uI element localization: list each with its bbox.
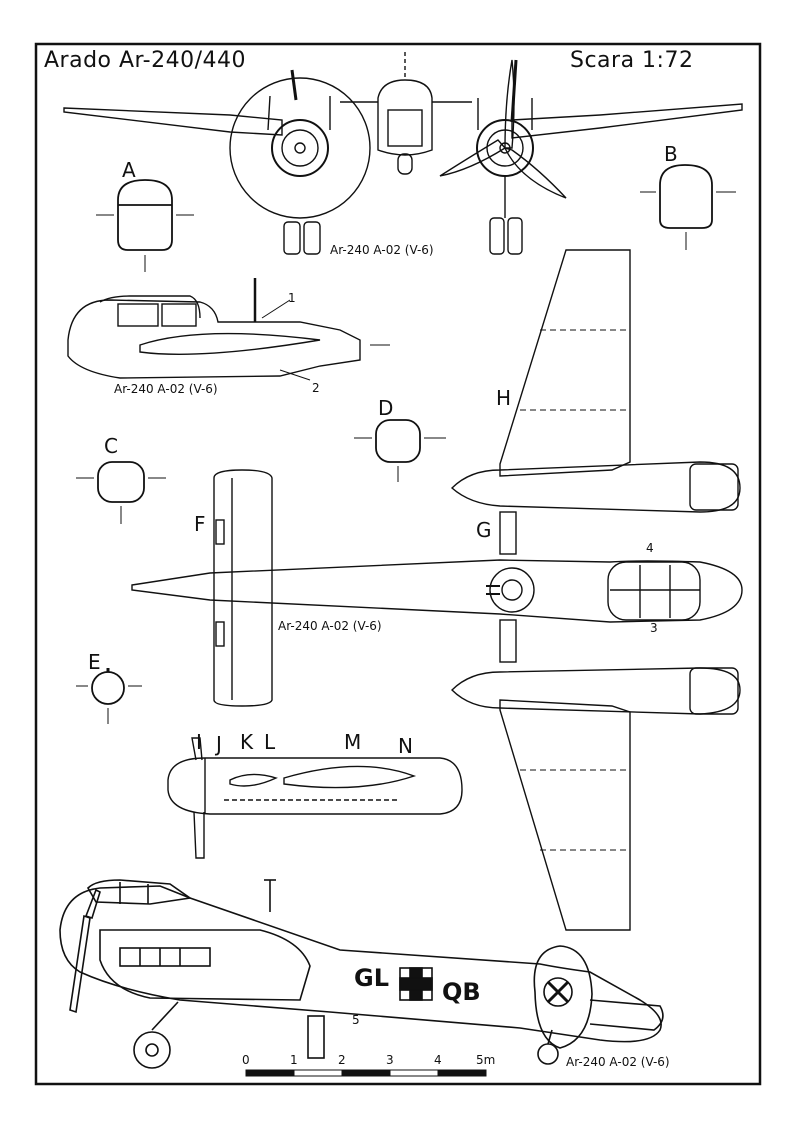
side-profile (59, 879, 664, 1069)
scale-tick-3: 3 (386, 1053, 394, 1067)
callout-2: 2 (312, 381, 320, 395)
section-label-d: D (378, 396, 394, 420)
section-label-m: M (344, 730, 362, 754)
sheet-border (34, 42, 762, 1086)
front-view (63, 52, 743, 255)
section-label-b: B (664, 142, 678, 166)
drawing-title: Arado Ar-240/440 (44, 48, 247, 73)
front-view-caption: Ar-240 A-02 (V-6) (330, 243, 434, 257)
plan-view (131, 249, 743, 931)
fuselage-code-right: QB (442, 978, 481, 1006)
fuselage-code-left: GL (354, 964, 389, 992)
callout-4: 4 (646, 541, 654, 555)
callout-1: 1 (288, 291, 296, 305)
section-c (76, 461, 166, 524)
nacelle-top-view (167, 737, 463, 859)
scale-tick-5m: 5m (476, 1053, 496, 1067)
section-label-k: K (240, 730, 254, 754)
section-label-g: G (476, 518, 492, 542)
plan-view-caption: Ar-240 A-02 (V-6) (278, 619, 382, 633)
nose-side-view (67, 278, 390, 381)
scale-tick-0: 0 (242, 1053, 250, 1067)
section-label-c: C (104, 434, 118, 458)
scale-tick-1: 1 (290, 1053, 298, 1067)
section-label-f: F (194, 512, 206, 536)
scale-label: Scara 1:72 (570, 48, 694, 73)
scale-tick-2: 2 (338, 1053, 346, 1067)
section-label-i: I (196, 730, 202, 754)
scale-bar (245, 1069, 487, 1077)
side-nose-caption: Ar-240 A-02 (V-6) (114, 382, 218, 396)
section-d (354, 419, 446, 482)
callout-5: 5 (352, 1013, 360, 1027)
section-label-l: L (264, 730, 276, 754)
section-a (96, 179, 194, 272)
section-e (76, 668, 142, 724)
scale-tick-4: 4 (434, 1053, 442, 1067)
section-label-j: J (216, 732, 222, 756)
section-label-a: A (122, 158, 136, 182)
section-label-n: N (398, 734, 413, 758)
callout-3: 3 (650, 621, 658, 635)
section-label-e: E (88, 650, 101, 674)
profile-caption: Ar-240 A-02 (V-6) (566, 1055, 670, 1069)
section-b (640, 164, 736, 250)
section-label-h: H (496, 386, 512, 410)
